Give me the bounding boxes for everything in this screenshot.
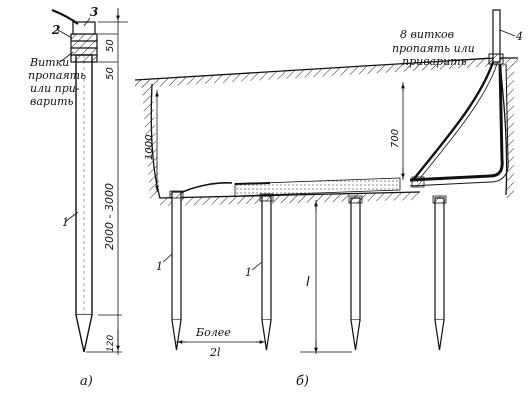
- dim-rod-length-b: l: [306, 275, 310, 290]
- dim-rod-length-a: 2000 - 3000: [103, 183, 116, 250]
- callout-1-b-second: 1: [245, 266, 252, 279]
- dim-50-lower: 50: [105, 67, 116, 80]
- rod-1: [169, 190, 184, 351]
- dimensions-a: [86, 8, 128, 355]
- grounding-conductor: [177, 9, 509, 195]
- solder-note-a: Витки пропаять или при- варить: [28, 56, 86, 108]
- note-b-line-1: 8 витков: [400, 28, 454, 41]
- caption-b: б): [296, 374, 309, 389]
- callout-4: 4: [515, 30, 523, 43]
- note-a-line-1: Витки: [29, 56, 69, 69]
- callout-2: 2: [51, 23, 60, 37]
- dim-depth: 1000: [144, 135, 155, 160]
- dim-tip: 120: [106, 335, 116, 352]
- note-b-line-3: приварить: [402, 55, 467, 68]
- dimensions-b: [155, 82, 405, 354]
- figure-b: 1 1 4 8 витков пропаять или приварить 10…: [134, 9, 523, 389]
- rod-3: [348, 195, 363, 351]
- wire-windings-a: [51, 8, 98, 63]
- electrode-rods-b: [169, 190, 447, 351]
- figure-a: 3 2 1 Витки пропаять или при- варить 50 …: [28, 5, 128, 389]
- electrode-rod-a: [75, 54, 93, 353]
- dim-50-upper: 50: [105, 39, 116, 52]
- solder-note-b: 8 витков пропаять или приварить: [392, 28, 475, 68]
- callout-1-a: 1: [62, 216, 69, 229]
- callout-3: 3: [90, 5, 98, 19]
- trench: [142, 63, 514, 206]
- callout-lines-b: [162, 29, 516, 271]
- rod-4: [432, 195, 447, 351]
- note-a-line-3: или при-: [30, 82, 80, 95]
- dim-wall-depth: 700: [390, 129, 401, 148]
- note-b-line-2: пропаять или: [392, 42, 475, 55]
- note-a-line-4: варить: [30, 95, 74, 108]
- dim-spacing-value: 2l: [209, 346, 221, 359]
- callout-lines-a: [57, 17, 91, 223]
- caption-a: а): [80, 374, 93, 389]
- note-a-line-2: пропаять: [28, 69, 86, 82]
- dim-spacing-prefix: Более: [195, 326, 231, 339]
- callout-1-b-left: 1: [156, 260, 163, 273]
- rod-2: [259, 193, 274, 351]
